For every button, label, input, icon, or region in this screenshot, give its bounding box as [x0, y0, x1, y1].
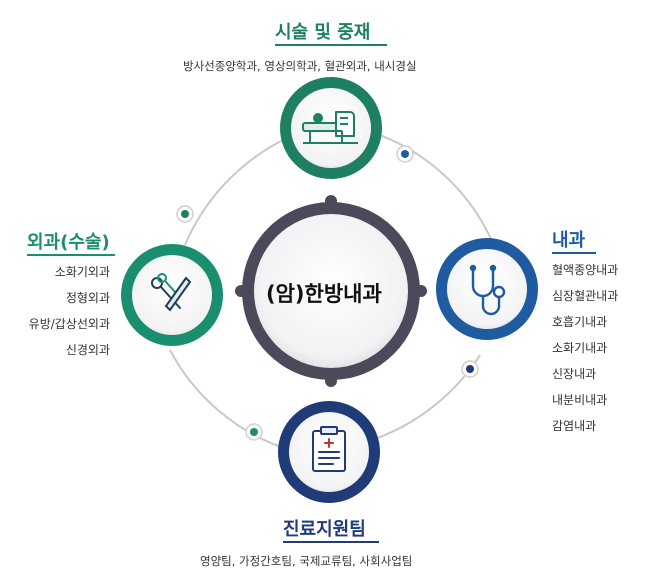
- top-title-underline: [275, 44, 387, 46]
- hub-notch-bottom: [325, 375, 337, 387]
- left-title: 외과(수술): [27, 232, 110, 253]
- procedure-table-icon: [302, 111, 358, 144]
- node-left: [121, 244, 223, 346]
- stethoscope-icon: [469, 264, 506, 316]
- right-item: 소화기내과: [552, 341, 608, 355]
- center-hub: [235, 195, 427, 387]
- left-item: 정형외과: [65, 291, 110, 305]
- left-item: 신경외과: [65, 343, 110, 357]
- orbit-dots: [176, 145, 479, 441]
- top-subtitle: 방사선종양학과, 영상의학과, 혈관외과, 내시경실: [183, 59, 417, 73]
- left-items: 소화기외과 정형외과 유방/갑상선외과 신경외과: [0, 259, 110, 363]
- orbit-arc-top-right: [379, 134, 496, 249]
- center-label: (암)한방내과: [266, 282, 382, 306]
- top-title: 시술 및 중재: [275, 22, 371, 43]
- right-item: 호흡기내과: [552, 315, 608, 329]
- orbit-dot-left: [176, 205, 194, 223]
- orbit-dot-bottom-left: [245, 423, 263, 441]
- left-item: 소화기외과: [54, 265, 110, 279]
- right-item: 감염내과: [552, 419, 597, 433]
- left-item: 유방/갑상선외과: [28, 317, 110, 331]
- right-item: 신장내과: [552, 367, 597, 381]
- orbit-dot-top-right: [396, 145, 414, 163]
- orbit-arc-top-left: [184, 139, 284, 246]
- orbit-arc-bottom-left: [169, 349, 291, 451]
- node-bottom: [278, 401, 380, 503]
- clipboard-icon: [312, 426, 346, 472]
- right-title-underline: [552, 252, 596, 254]
- node-top: [280, 77, 382, 179]
- hub-notch-right: [415, 285, 427, 297]
- right-items: 혈액종양내과 심장혈관내과 호흡기내과 소화기내과 신장내과 내분비내과 감염내…: [552, 257, 652, 439]
- hub-notch-left: [235, 285, 247, 297]
- hub-notch-top: [325, 195, 337, 207]
- node-right: [436, 238, 538, 340]
- right-item: 내분비내과: [552, 393, 608, 407]
- bottom-subtitle: 영양팀, 가정간호팀, 국제교류팀, 사회사업팀: [200, 554, 413, 568]
- right-item: 심장혈관내과: [552, 289, 619, 303]
- bottom-title-underline: [283, 541, 379, 543]
- left-title-underline: [27, 254, 115, 256]
- scissors-icon: [151, 273, 192, 312]
- right-item: 혈액종양내과: [552, 263, 619, 277]
- orbit-dot-bottom-right: [461, 360, 479, 378]
- right-title: 내과: [552, 230, 586, 251]
- bottom-title: 진료지원팀: [283, 519, 366, 540]
